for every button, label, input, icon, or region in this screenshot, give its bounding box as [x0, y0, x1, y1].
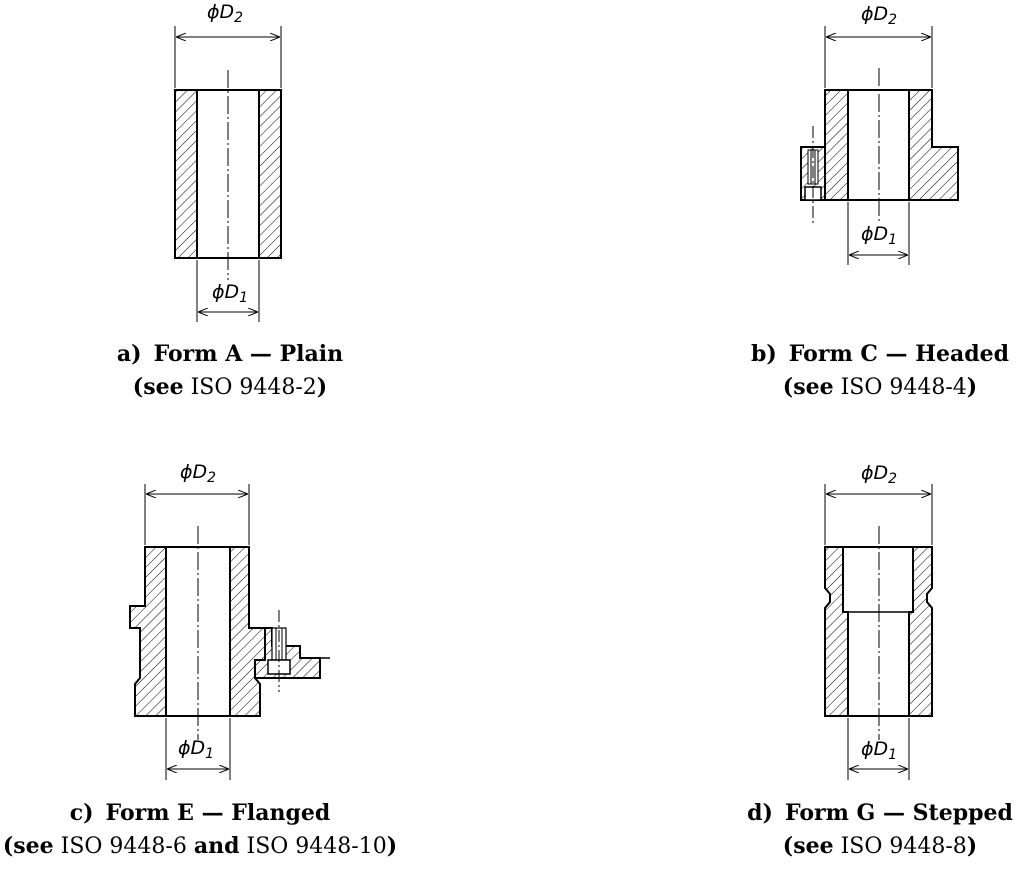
caption-form-c-title: b)Form C — Headed: [750, 341, 1010, 367]
form-c-right-wall-with-head: [908, 89, 959, 201]
form-a-d1-label: ϕD1: [212, 281, 248, 306]
form-g-d2-label: ϕD2: [861, 462, 897, 487]
form-c-d2-label: ϕD2: [861, 3, 897, 28]
form-e-d1-label: ϕD1: [178, 737, 214, 762]
caption-form-g: d)Form G — Stepped (see ISO 9448-8): [740, 797, 1020, 863]
form-e-right-wall-with-flange: [229, 546, 266, 717]
caption-form-a-title: a)Form A — Plain: [116, 341, 344, 367]
form-a-drawing: ϕD2 ϕD1: [174, 1, 282, 322]
form-c-drawing: ϕD2 ϕD1: [800, 3, 959, 265]
form-e-drawing: ϕD2 ϕD1: [129, 461, 330, 780]
form-e-clamp-screw: [254, 610, 330, 692]
form-a-left-wall: [174, 89, 198, 259]
form-e-left-wall-with-flange: [129, 546, 167, 717]
form-g-right-wall: [908, 546, 933, 717]
form-g-d1-label: ϕD1: [861, 738, 897, 763]
form-a-right-wall: [258, 89, 282, 259]
caption-form-e-title: c)Form E — Flanged: [69, 800, 331, 826]
caption-form-e: c)Form E — Flanged (see ISO 9448-6 and I…: [0, 797, 400, 863]
caption-form-e-ref: (see ISO 9448-6 and ISO 9448-10): [2, 833, 398, 859]
caption-form-c-ref: (see ISO 9448-4): [782, 374, 978, 400]
caption-form-a-ref: (see ISO 9448-2): [132, 374, 328, 400]
form-a-d2-label: ϕD2: [207, 1, 243, 26]
form-c-d1-label: ϕD1: [861, 223, 897, 248]
caption-form-a: a)Form A — Plain (see ISO 9448-2): [90, 338, 370, 404]
form-e-d2-label: ϕD2: [180, 461, 216, 486]
caption-form-g-ref: (see ISO 9448-8): [782, 833, 978, 859]
form-c-left-wall: [824, 89, 849, 201]
form-g-left-wall: [824, 546, 849, 717]
caption-form-c: b)Form C — Headed (see ISO 9448-4): [740, 338, 1020, 404]
form-c-screw: [800, 126, 826, 224]
caption-form-g-title: d)Form G — Stepped: [747, 800, 1013, 826]
form-g-drawing: ϕD2 ϕD1: [824, 462, 933, 780]
